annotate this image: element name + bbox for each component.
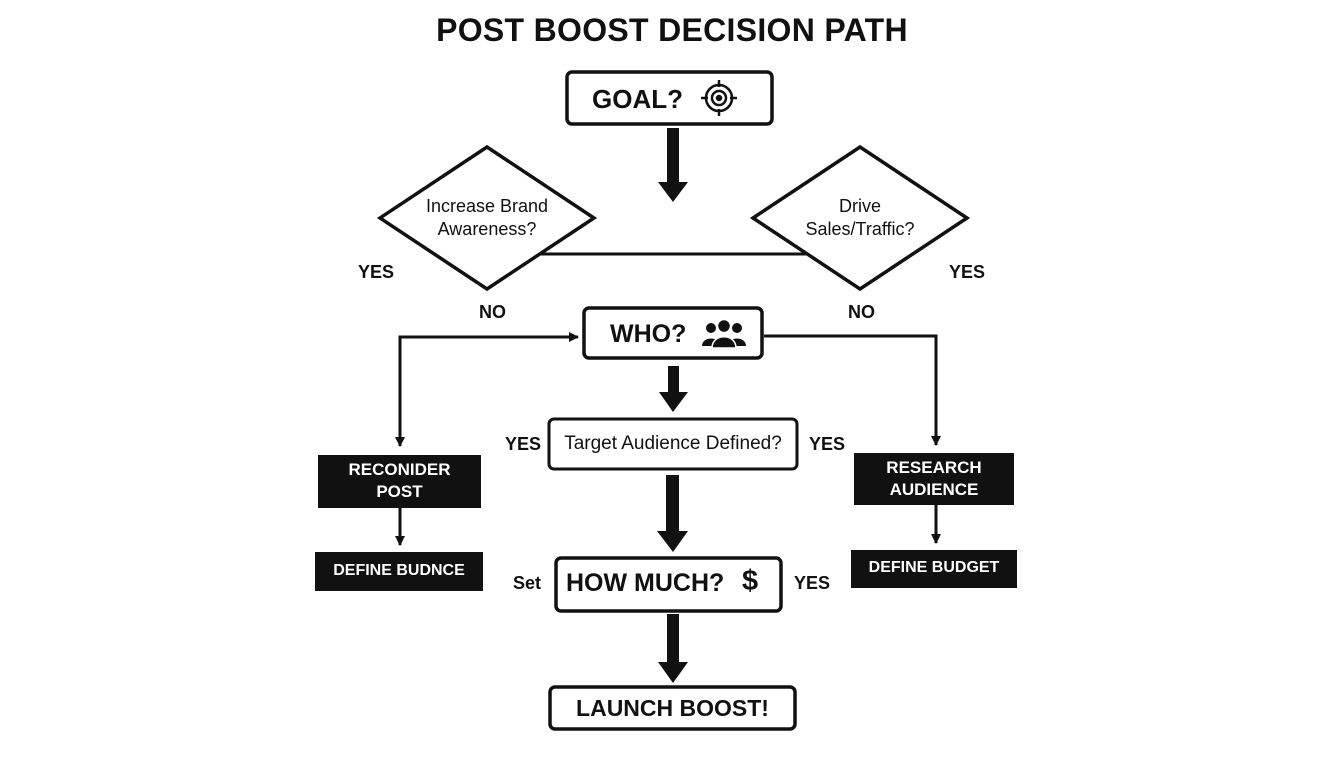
decision-sales-diamond [749,144,971,292]
brand-yes-label: YES [358,262,395,282]
decision-brand-line2: Awareness? [437,219,537,239]
define-budnce-box [315,552,483,591]
decision-sales-line2: Sales/Traffic? [805,219,915,239]
sales-no-label: NO [848,302,875,322]
thick-arrow-goal-to-decisions [658,128,688,202]
launch-boost-box [548,685,797,731]
reconsider-line2: POST [376,482,423,501]
audience-yes-left-label: YES [505,434,542,454]
thick-arrow-audience-to-howmuch [657,475,688,552]
sales-yes-label: YES [949,262,986,282]
decision-brand-label: Increase Brand Awareness? [405,195,569,241]
define-budnce-label: DEFINE BUDNCE [333,562,465,579]
research-line1: RESEARCH [886,458,982,477]
reconsider-post-label: RECONIDER POST [318,459,481,503]
launch-boost-label: LAUNCH BOOST! [576,695,769,721]
decision-brand-diamond [376,144,598,292]
dollar-sign: $ [742,565,759,597]
how-much-yes-label: YES [794,573,831,593]
audience-yes-right-label: YES [809,434,846,454]
research-audience-label: RESEARCH AUDIENCE [854,457,1014,501]
research-line2: AUDIENCE [889,480,979,499]
page-title: POST BOOST DECISION PATH [436,12,908,48]
set-label: Set [513,573,542,593]
reconsider-post-box [318,455,481,508]
audience-label: Target Audience Defined? [564,433,782,454]
arrow-who-to-research [764,334,941,446]
how-much-label: HOW MUCH? [566,569,725,597]
thick-arrow-who-to-audience [659,366,688,412]
research-audience-box [854,453,1014,505]
define-budget-label: DEFINE BUDGET [868,559,1000,576]
decision-sales-label: Drive Sales/Traffic? [778,195,942,241]
target-icon [701,80,737,116]
define-budget-box [851,550,1017,588]
goal-label: GOAL? [592,84,683,114]
decision-brand-line1: Increase Brand [425,196,549,216]
people-icon [702,318,746,349]
how-much-box [554,556,783,613]
who-label: WHO? [610,320,687,348]
reconsider-line1: RECONIDER [348,460,451,479]
brand-no-label: NO [479,302,506,322]
decision-sales-line1: Drive [838,196,881,216]
thick-arrow-howmuch-to-launch [658,614,688,683]
audience-box [547,417,799,471]
